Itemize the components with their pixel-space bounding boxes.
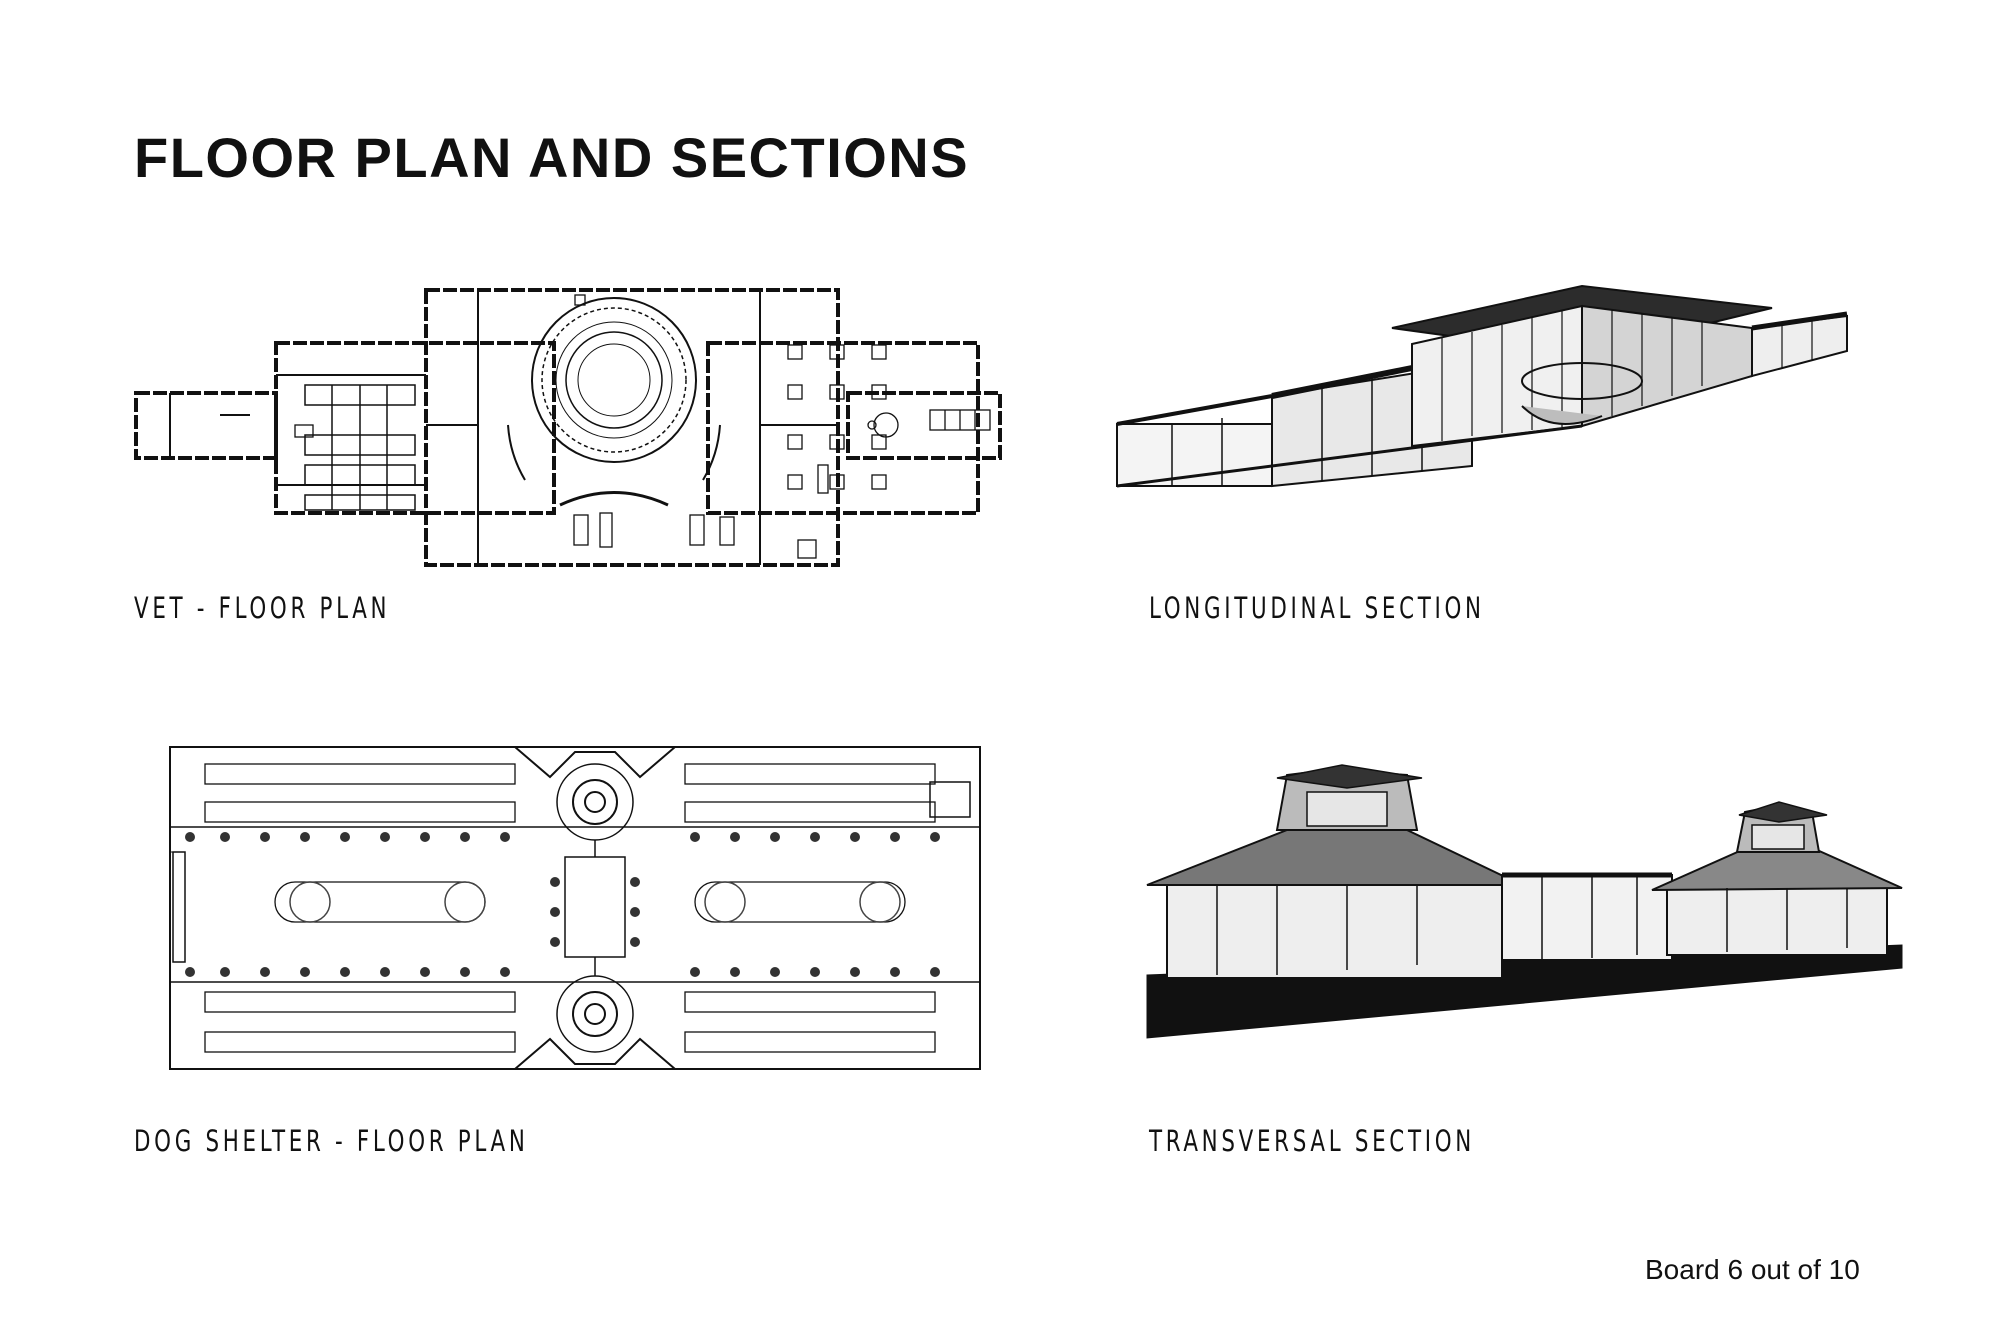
board-title: FLOOR PLAN AND SECTIONS	[134, 126, 970, 189]
board-page-indicator: Board 6 out of 10	[1645, 1254, 1860, 1285]
longitudinal-section	[1116, 284, 1848, 488]
dog-shelter-floor-plan	[169, 746, 981, 1070]
vet-floor-plan	[134, 288, 1002, 567]
dog-shelter-floor-plan-caption: DOG SHELTER - FLOOR PLAN	[134, 1124, 529, 1158]
transversal-section	[1146, 764, 1903, 1039]
longitudinal-section-caption: LONGITUDINAL SECTION	[1149, 591, 1485, 625]
vet-floor-plan-caption: VET - FLOOR PLAN	[134, 591, 391, 625]
transversal-section-caption: TRANSVERSAL SECTION	[1149, 1124, 1475, 1158]
